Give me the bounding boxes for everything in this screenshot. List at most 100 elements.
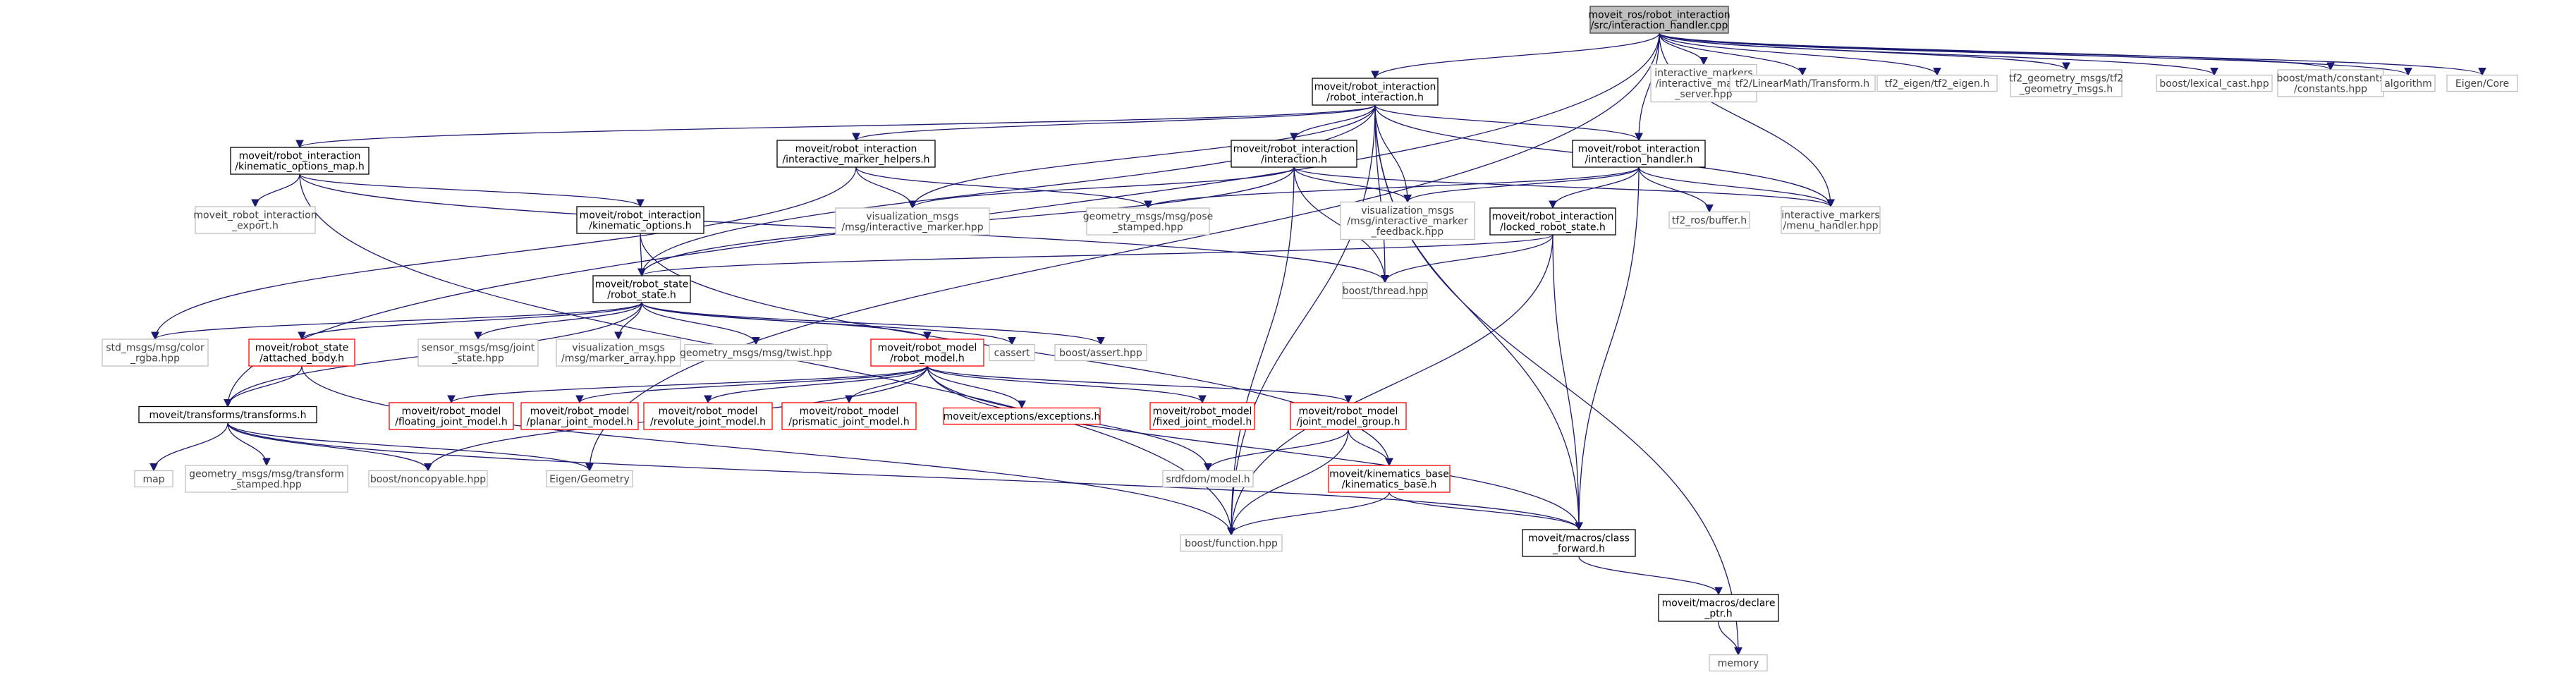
node-noncopy[interactable]: boost/noncopyable.hpp [368,470,488,488]
node-ab_h[interactable]: moveit/robot_state/attached_body.h [248,338,355,367]
edge-root-to-eigen_geo [585,32,1660,472]
node-geo_ts[interactable]: geometry_msgs/msg/transform_stamped.hpp [185,465,348,493]
edge-inter_h-to-vis_imf [1293,166,1412,203]
edge-ri_h-to-kom_h [295,104,1376,149]
node-box [1729,74,1876,92]
node-label: moveit_robot_interaction [193,210,317,221]
node-tf2_lm[interactable]: tf2/LinearMath/Transform.h [1729,74,1876,92]
node-label: moveit/robot_model [800,406,899,417]
node-label: tf2/LinearMath/Transform.h [1735,78,1869,90]
node-bmath[interactable]: boost/math/constants/constants.hpp [2277,69,2385,97]
node-vis_im[interactable]: visualization_msgs/msg/interactive_marke… [835,207,990,236]
node-rs_h[interactable]: moveit/robot_state/robot_state.h [592,275,691,303]
node-bassert[interactable]: boost/assert.hpp [1054,343,1147,362]
node-geo_pose[interactable]: geometry_msgs/msg/pose_stamped.hpp [1083,207,1214,236]
node-label: cassert [994,348,1030,359]
node-label: algorithm [2384,78,2432,90]
node-label: /robot_model.h [890,353,965,365]
node-ri_h[interactable]: moveit/robot_interaction/robot_interacti… [1312,78,1439,106]
node-box [684,343,828,362]
node-export_h[interactable]: moveit_robot_interaction_export.h [193,206,317,234]
node-label: moveit/robot_interaction [1314,82,1436,93]
node-eigen_core[interactable]: Eigen/Core [2446,74,2518,92]
node-im_srv[interactable]: interactive_markers/interactive_marker_s… [1650,63,1757,103]
edge-inter_h-to-menu_h [1293,166,1835,208]
edge-rs_h-to-twist [641,302,760,346]
node-box [230,147,370,175]
node-box [248,338,355,367]
nodes-layer: moveit_ros/robot_interaction/src/interac… [102,6,2518,672]
node-box [1876,74,1998,92]
node-pj_h[interactable]: moveit/robot_model/planar_joint_model.h [520,402,639,430]
node-label: _rgba.hpp [130,353,180,365]
edge-jmg_h-to-srdf [1204,429,1349,472]
node-twist[interactable]: geometry_msgs/msg/twist.hpp [680,343,832,362]
node-menu_h[interactable]: interactive_markers/menu_handler.hpp [1781,206,1881,234]
edge-rm_h-to-cf_h [927,365,1583,531]
node-kom_h[interactable]: moveit/robot_interaction/kinematic_optio… [230,147,370,175]
node-label: moveit/robot_model [402,406,501,417]
node-inter_h[interactable]: moveit/robot_interaction/interaction.h [1231,140,1357,168]
node-rm_h[interactable]: moveit/robot_model/robot_model.h [870,338,984,367]
node-box [2010,69,2123,97]
node-label: /fixed_joint_model.h [1153,417,1252,428]
node-kb_h[interactable]: moveit/kinematics_base/kinematics_base.h [1328,465,1451,493]
node-label: moveit/robot_interaction [1492,212,1614,223]
node-memory[interactable]: memory [1709,654,1768,672]
node-algo[interactable]: algorithm [2381,74,2436,92]
node-label: /msg/marker_array.hpp [561,353,676,365]
node-box [2446,74,2518,92]
node-std_color[interactable]: std_msgs/msg/color_rgba.hpp [102,338,209,367]
node-box [1290,402,1407,430]
node-box [1328,465,1451,493]
node-label: boost/thread.hpp [1343,286,1428,297]
node-label: visualization_msgs [572,343,665,354]
node-lrs_h[interactable]: moveit/robot_interaction/locked_robot_st… [1489,207,1616,236]
node-lex[interactable]: boost/lexical_cast.hpp [2156,74,2273,92]
node-js_hpp[interactable]: sensor_msgs/msg/joint_state.hpp [417,338,539,367]
edge-lrs_h-to-rs_h [637,234,1553,277]
edge-root-to-ih_h [1635,32,1660,142]
node-label: tf2_ros/buffer.h [1672,215,1747,226]
node-box [2277,69,2384,97]
node-tf2_buf[interactable]: tf2_ros/buffer.h [1668,211,1750,229]
node-imh_h[interactable]: moveit/robot_interaction/interactive_mar… [776,140,936,168]
node-dp_h[interactable]: moveit/macros/declare_ptr.h [1658,594,1779,622]
node-bfunc[interactable]: boost/function.hpp [1180,534,1283,552]
node-label: Eigen/Core [2455,78,2509,90]
node-rj_h[interactable]: moveit/robot_model/revolute_joint_model.… [643,402,773,430]
node-eigen_geo[interactable]: Eigen/Geometry [546,470,633,488]
node-cf_h[interactable]: moveit/macros/class_forward.h [1522,529,1636,557]
node-fj_h[interactable]: moveit/robot_model/floating_joint_model.… [389,402,514,430]
node-vis_ma[interactable]: visualization_msgs/msg/marker_array.hpp [556,338,681,367]
node-cassert[interactable]: cassert [989,343,1035,362]
node-thread[interactable]: boost/thread.hpp [1342,281,1428,300]
node-ko_h[interactable]: moveit/robot_interaction/kinematic_optio… [576,206,704,234]
node-label: moveit/robot_state [595,279,689,291]
node-map[interactable]: map [134,470,173,488]
node-box [556,338,681,367]
node-tr_h[interactable]: moveit/transforms/transforms.h [138,405,317,424]
node-label: boost/noncopyable.hpp [370,474,486,485]
node-label: visualization_msgs [1361,205,1454,216]
node-srdf[interactable]: srdfdom/model.h [1162,470,1254,488]
node-jmg_h[interactable]: moveit/robot_model/joint_model_group.h [1290,402,1407,430]
node-label: /revolute_joint_model.h [650,417,766,428]
node-label: /interactive_marker_helpers.h [782,154,929,166]
node-box [102,338,209,367]
node-label: Eigen/Geometry [549,474,630,485]
node-label: /joint_model_group.h [1297,417,1400,428]
node-ih_h[interactable]: moveit/robot_interaction/interaction_han… [1572,140,1706,168]
node-label: /interaction_handler.h [1585,154,1693,166]
node-fxj_h[interactable]: moveit/robot_model/fixed_joint_model.h [1149,402,1255,430]
node-box [417,338,539,367]
node-tf2_geo[interactable]: tf2_geometry_msgs/tf2_geometry_msgs.h [2009,69,2123,97]
node-prj_h[interactable]: moveit/robot_model/prismatic_joint_model… [781,402,917,430]
node-tf2_eigen[interactable]: tf2_eigen/tf2_eigen.h [1876,74,1998,92]
node-label: /menu_handler.hpp [1783,221,1879,232]
node-box [1086,207,1210,236]
node-box [389,402,514,430]
node-exc_h[interactable]: moveit/exceptions/exceptions.h [943,407,1101,425]
node-vis_imf[interactable]: visualization_msgs/msg/interactive_marke… [1340,201,1475,240]
edge-rm_h-to-jmg_h [927,365,1353,404]
